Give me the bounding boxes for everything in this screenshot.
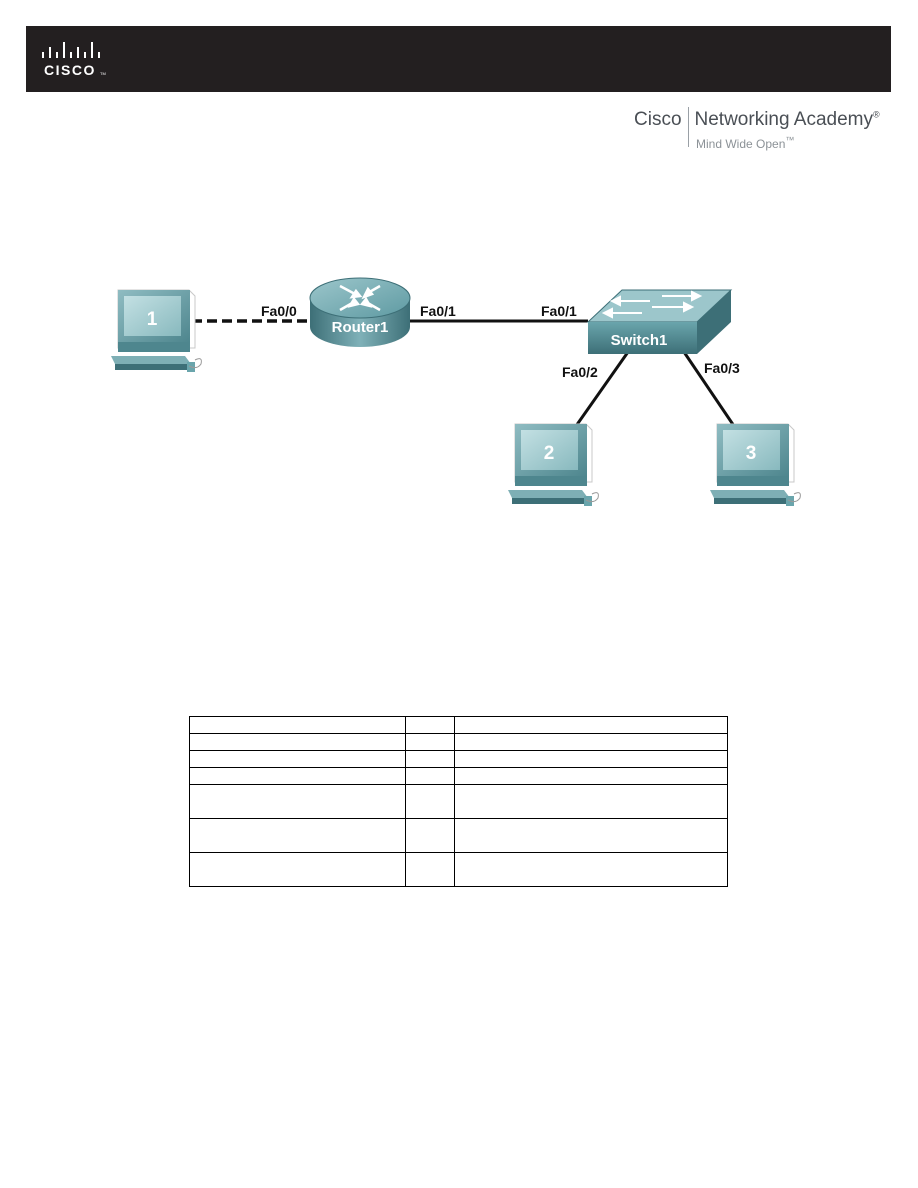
table-cell (454, 767, 728, 785)
brand-tagline-row: Mind Wide Open™ (696, 135, 794, 151)
link-switch-pc2 (574, 351, 630, 427)
router-icon: Router1 (309, 277, 411, 347)
pc1-icon: 1 (111, 289, 202, 372)
table-row (189, 784, 728, 819)
table-cell (189, 716, 406, 734)
link-switch-pc3 (682, 351, 736, 427)
table-cell (189, 767, 406, 785)
table-cell (454, 716, 728, 734)
brand-separator (687, 107, 689, 147)
table-cell (189, 852, 406, 887)
network-topology-diagram: Router1 Switch1 1 2 (111, 277, 801, 506)
port-label-switch-fa03: Fa0/3 (704, 360, 740, 376)
logo-tm: TM (100, 71, 106, 76)
table-cell (405, 767, 455, 785)
brand-tagline: Mind Wide Open (696, 137, 786, 151)
networking-academy-brand: Cisco Networking Academy® Mind Wide Open™ (634, 106, 888, 151)
table-cell (454, 750, 728, 768)
brand-tagline-tm: ™ (785, 135, 795, 145)
cisco-logo: CISCO TM (42, 42, 106, 78)
pc1-label: 1 (147, 309, 158, 330)
brand-name: Cisco (634, 109, 682, 130)
table-row (189, 716, 728, 734)
brand-product: Networking Academy (694, 109, 873, 130)
table-cell (405, 716, 455, 734)
pc3-label: 3 (746, 443, 757, 464)
port-label-router-fa01: Fa0/1 (420, 303, 456, 319)
port-label-router-fa00: Fa0/0 (261, 303, 297, 319)
table-cell (454, 818, 728, 853)
pc3-icon: 3 (710, 423, 801, 506)
addressing-table (189, 716, 728, 887)
table-cell (189, 733, 406, 751)
table-row (189, 818, 728, 853)
table-cell (405, 852, 455, 887)
router-label: Router1 (332, 319, 389, 336)
pc2-icon: 2 (508, 423, 599, 506)
table-row (189, 767, 728, 785)
port-label-switch-fa02: Fa0/2 (562, 364, 598, 380)
brand-row: Cisco Networking Academy® (634, 107, 880, 149)
table-row (189, 852, 728, 887)
switch-icon: Switch1 (586, 289, 733, 354)
brand-registered: ® (872, 109, 880, 120)
table-cell (405, 750, 455, 768)
switch-label: Switch1 (611, 332, 668, 349)
table-cell (454, 733, 728, 751)
table-cell (405, 733, 455, 751)
table-cell (405, 784, 455, 819)
port-label-switch-fa01: Fa0/1 (541, 303, 577, 319)
table-cell (189, 784, 406, 819)
header-bar: CISCO TM (26, 26, 891, 92)
table-cell (189, 750, 406, 768)
table-row (189, 750, 728, 768)
table-cell (189, 818, 406, 853)
table-row (189, 733, 728, 751)
logo-wordmark: CISCO (44, 62, 96, 78)
table-cell (454, 852, 728, 887)
pc2-label: 2 (544, 443, 555, 464)
table-cell (405, 818, 455, 853)
table-cell (454, 784, 728, 819)
